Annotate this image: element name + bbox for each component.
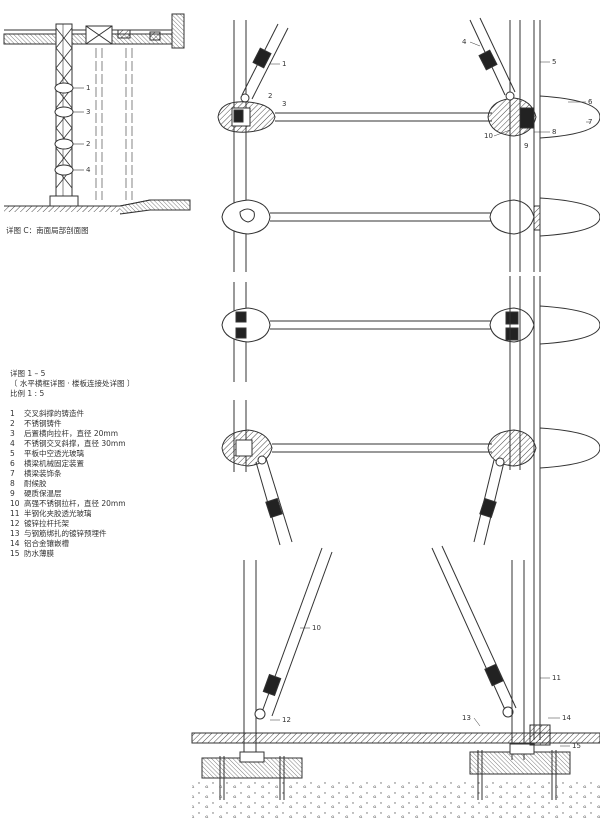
detail-callout: 8 [552,128,556,136]
detail-3-horizontal-tie [221,276,600,386]
legend-item-text: 平板中空透光玻璃 [24,449,84,458]
legend-item-text: 不锈钢交叉斜撑，直径 30mm [24,439,126,448]
section-c-callout: 3 [86,108,90,116]
detail-1-horizontal-tie [217,17,600,180]
legend-item: 5 平板中空透光玻璃 [10,449,134,459]
detail-callout: 3 [282,100,286,108]
detail-2-horizontal-tie [221,170,600,272]
legend-item-number: 2 [10,419,15,428]
legend-item: 7 横梁装饰条 [10,469,134,479]
legend-item-number: 10 [10,499,20,508]
legend-item-text: 后置横向拉杆，直径 20mm [24,429,119,438]
detail-1-leaders [270,41,590,137]
detail-callout: 4 [462,38,467,46]
legend-item-number: 14 [10,539,20,548]
detail-callout: 13 [462,714,471,722]
detail-callout: 10 [312,624,321,632]
legend-item-number: 9 [10,489,15,498]
legend-item-number: 6 [10,459,15,468]
legend-item: 6 横梁机械固定装置 [10,459,134,469]
legend-item-text: 镀锌拉杆托架 [24,519,69,528]
detail-callout: 9 [524,142,528,150]
legend-item-text: 半钢化夹胶透光玻璃 [24,509,92,518]
legend-item-number: 4 [10,439,15,448]
legend-item-text: 硬质保温层 [24,489,62,498]
detail-title: 详图 1 – 5 [10,369,46,378]
legend-item: 13 与钢筋绑扎的镀锌预埋件 [10,529,134,539]
detail-callout: 6 [588,98,593,106]
legend-item-number: 3 [10,429,15,438]
legend-list: 1 交叉斜撑的铸造件 2 不锈钢铸件 3 后置横向拉杆，直径 20mm 4 不锈钢交叉斜撑，直… [10,409,134,559]
legend-block: 详图 1 – 5 〔 水平横框详图 · 楼板连接处详图 〕 比例 1 : 5 1… [10,369,134,559]
detail-callout: 11 [552,674,561,682]
legend-item: 15 防水薄膜 [10,549,134,559]
legend-item: 8 耐候胶 [10,479,134,489]
legend-item-text: 不锈钢铸件 [24,419,62,428]
legend-item-text: 与钢筋绑扎的镀锌预埋件 [24,529,107,538]
legend-item-number: 5 [10,449,15,458]
detail-5-callouts: 10 11 12 13 14 15 [282,624,581,750]
detail-callout: 14 [562,714,571,722]
detail-callout: 7 [588,118,592,126]
legend-item-number: 8 [10,479,15,488]
section-c-callout: 4 [86,166,91,174]
legend-item: 3 后置横向拉杆，直径 20mm [10,429,134,439]
section-c-callouts: 1 3 2 4 [86,84,91,174]
detail-callout: 15 [572,742,581,750]
legend-item: 9 硬质保温层 [10,489,134,499]
legend-item-text: 横梁机械固定装置 [24,459,84,468]
detail-1-callouts: 1 2 3 4 5 6 7 8 9 10 [268,38,593,150]
legend-item-number: 1 [10,409,15,418]
legend-item-number: 12 [10,519,20,528]
detail-scale: 比例 1 : 5 [10,389,45,398]
legend-item-text: 高强不锈钢拉杆，直径 20mm [24,499,126,508]
detail-subtitle: 〔 水平横框详图 · 楼板连接处详图 〕 [10,379,135,388]
section-c-drawing [3,13,191,215]
legend-item: 14 铝合金镶嵌槽 [10,539,134,549]
detail-callout: 12 [282,716,291,724]
detail-5-floor-connection [191,545,600,822]
detail-callout: 10 [484,132,493,140]
legend-item: 11 半钢化夹胶透光玻璃 [10,509,134,519]
legend-item-text: 交叉斜撑的铸造件 [24,409,84,418]
legend-item-text: 横梁装饰条 [24,469,62,478]
legend-item-number: 13 [10,529,20,538]
legend-item: 1 交叉斜撑的铸造件 [10,409,134,419]
legend-item: 12 镀锌拉杆托架 [10,519,134,529]
detail-callout: 5 [552,58,556,66]
detail-callout: 2 [268,92,272,100]
section-c-caption: 详图 C：南面局部剖面图 [6,226,89,235]
legend-item-text: 铝合金镶嵌槽 [24,539,69,548]
legend-item: 10 高强不锈钢拉杆，直径 20mm [10,499,134,509]
legend-item: 2 不锈钢铸件 [10,419,134,429]
legend-item-text: 耐候胶 [24,479,47,488]
legend-item: 4 不锈钢交叉斜撑，直径 30mm [10,439,134,449]
section-c-callout: 1 [86,84,90,92]
detail-callout: 1 [282,60,286,68]
legend-item-number: 7 [10,469,15,478]
legend-item-number: 15 [10,549,20,558]
legend-item-text: 防水薄膜 [24,549,54,558]
detail-5-leaders [270,627,570,747]
section-c-callout: 2 [86,140,90,148]
detail-4-horizontal-tie [221,386,600,560]
legend-item-number: 11 [10,509,20,518]
